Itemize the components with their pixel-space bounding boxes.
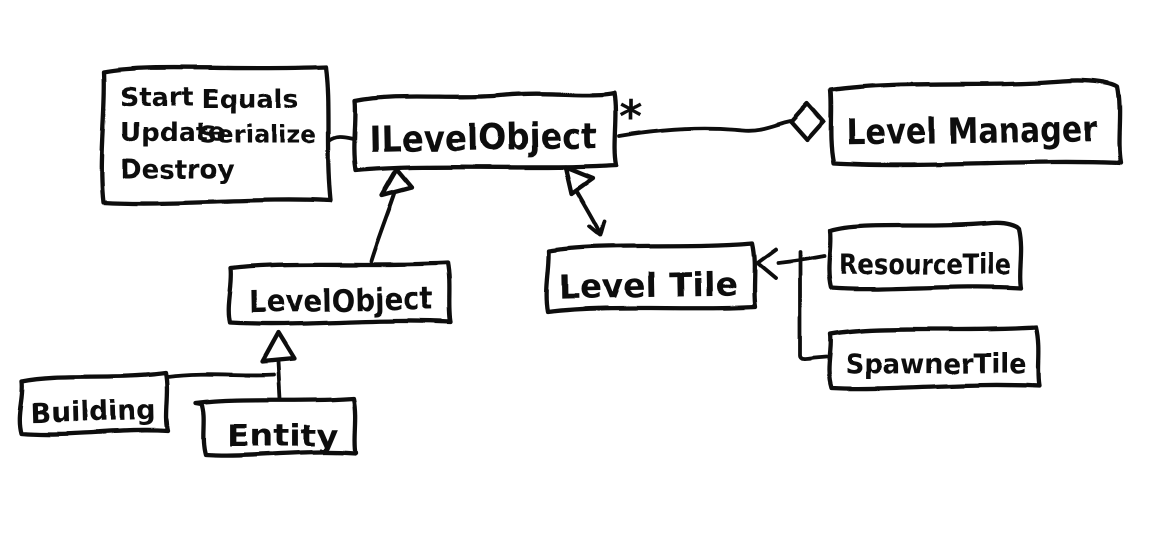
- entity-border: [193, 395, 359, 458]
- levelmanager-label: Level Manager: [846, 109, 1099, 154]
- inheritance-line: [369, 187, 398, 263]
- levelobject-border: [226, 260, 454, 327]
- connector-note-to-ilevelobject: [327, 135, 356, 143]
- inheritance-vertical-line: [276, 360, 282, 401]
- branch-line-to-spawnertile: [798, 250, 828, 362]
- method-label-destroy: Destroy: [120, 155, 235, 185]
- aggregation-line: [617, 119, 793, 138]
- building-label: Building: [30, 395, 157, 429]
- building-border: [17, 370, 171, 437]
- open-arrowhead-icon: [755, 247, 778, 280]
- small-arrowhead-icon: [588, 219, 607, 237]
- levelmanager-border: [828, 78, 1124, 167]
- method-label-serialize: Serialize: [200, 121, 317, 149]
- resourcetile-border: [826, 220, 1024, 292]
- node-methods-note: Start Equals Update Serialize Destroy: [99, 64, 334, 206]
- method-label-equals: Equals: [202, 85, 299, 115]
- node-leveltile: Level Tile: [544, 240, 758, 315]
- relation-aggregation-levelmanager: *: [617, 92, 827, 143]
- multiplicity-star-label: *: [619, 92, 642, 143]
- ink-layer: Start Equals Update Serialize Destroy IL…: [17, 64, 1124, 458]
- spawnertile-border: [826, 324, 1043, 391]
- method-label-update: Update: [120, 118, 226, 148]
- resourcetile-label: ResourceTile: [839, 248, 1011, 281]
- relation-tiles-inherit-leveltile: [755, 247, 828, 362]
- leveltile-label: Level Tile: [559, 264, 738, 306]
- leveltile-border: [544, 240, 758, 315]
- node-building: Building: [17, 370, 171, 437]
- ilevelobject-label: ILevelObject: [369, 116, 598, 161]
- aggregation-diamond-icon: [789, 101, 827, 143]
- node-ilevelobject: ILevelObject: [352, 90, 619, 173]
- node-levelmanager: Level Manager: [828, 78, 1124, 167]
- inheritance-triangle-icon: [379, 166, 415, 198]
- relation-leveltile-inherits-ilevelobject: [563, 164, 607, 237]
- inheritance-line: [576, 190, 603, 235]
- node-spawnertile: SpawnerTile: [826, 324, 1043, 391]
- relation-building-entity-inherit-levelobject: [166, 330, 297, 401]
- node-resourcetile: ResourceTile: [826, 220, 1024, 292]
- node-entity: Entity: [193, 395, 359, 458]
- ilevelobject-border: [352, 90, 619, 173]
- node-levelobject: LevelObject: [226, 260, 454, 327]
- relation-levelobject-inherits-ilevelobject: [369, 166, 415, 263]
- inheritance-triangle-icon: [563, 164, 596, 196]
- methods-note-border: [99, 64, 334, 206]
- building-branch-line: [166, 372, 276, 379]
- levelobject-label: LevelObject: [249, 281, 434, 320]
- method-label-start: Start: [120, 83, 194, 113]
- inheritance-triangle-icon: [259, 330, 297, 365]
- entity-label: Entity: [227, 419, 339, 454]
- spawnertile-label: SpawnerTile: [845, 347, 1027, 380]
